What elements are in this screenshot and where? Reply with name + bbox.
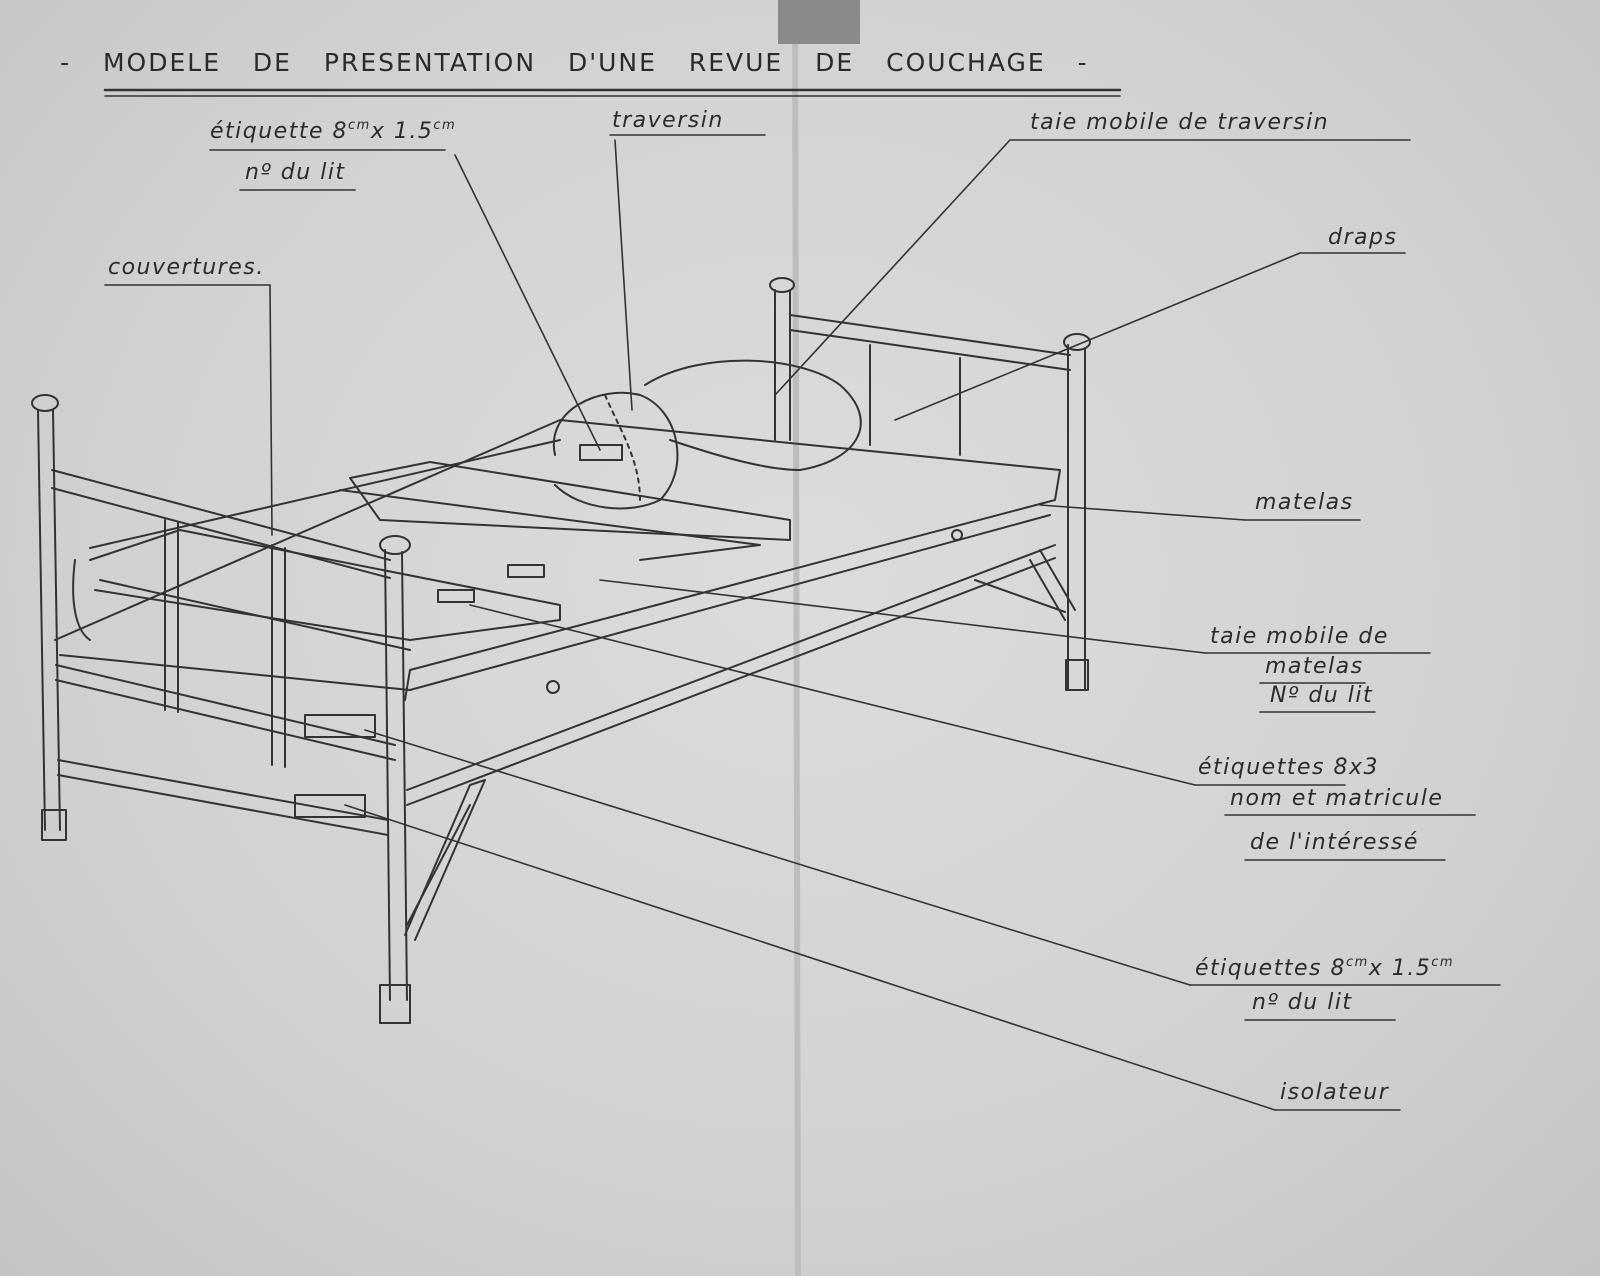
label-traversin: traversin	[612, 108, 724, 133]
back-frame	[769, 277, 1091, 691]
label-taie-matelas-2: matelas	[1265, 654, 1364, 679]
label-isolateur: isolateur	[1280, 1080, 1390, 1105]
bolster	[552, 359, 862, 510]
label-couvertures: couvertures.	[108, 255, 265, 280]
label-etiquettes-8x3-2: nom et matricule	[1230, 786, 1444, 811]
label-etiquettes-8x3-1: étiquettes 8x3	[1198, 755, 1379, 780]
label-taie-matelas-1: taie mobile de	[1210, 624, 1389, 649]
side-rail	[406, 544, 1056, 926]
label-taie-matelas-3: Nº du lit	[1270, 683, 1374, 708]
label-etiquettes-lit: étiquettes 8cmx 1.5cm	[1195, 955, 1455, 981]
label-taie-traversin: taie mobile de traversin	[1030, 110, 1330, 135]
paper-fold	[792, 0, 801, 1276]
label-etiquette-lit: étiquette 8cmx 1.5cm	[210, 118, 457, 144]
label-no-du-lit: nº du lit	[245, 160, 346, 185]
mattress	[54, 419, 1061, 701]
label-etiquettes-lit-2: nº du lit	[1252, 990, 1353, 1015]
leader-lines	[104, 134, 1501, 1111]
label-matelas: matelas	[1255, 490, 1354, 515]
label-draps: draps	[1328, 225, 1398, 250]
front-frame	[31, 394, 486, 1024]
folded-blankets	[89, 461, 791, 651]
tape-mark	[778, 0, 860, 44]
label-etiquettes-8x3-3: de l'intéressé	[1250, 830, 1419, 855]
page-title: - MODELE DE PRESENTATION D'UNE REVUE DE …	[60, 48, 1089, 77]
